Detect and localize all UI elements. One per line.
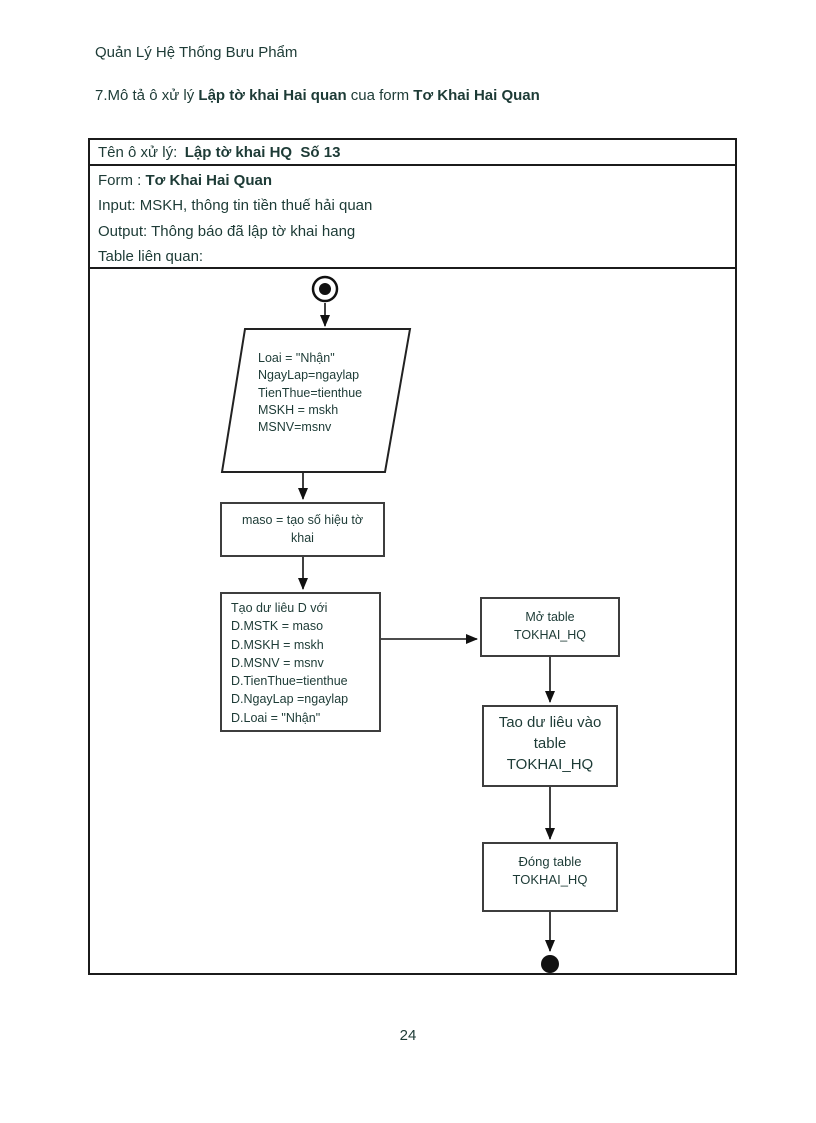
- create-line-1: D.MSTK = maso: [231, 619, 324, 634]
- insert-table-box: Tao dư liêu vào table TOKHAI_HQ: [482, 705, 618, 787]
- input-line-1: NgayLap=ngaylap: [258, 368, 360, 383]
- spec-row-process-name: Tên ô xử lý: Lập tờ khai HQ Số 13: [90, 140, 735, 166]
- process-name-value: [177, 144, 185, 161]
- title-middle: cua form: [346, 87, 414, 104]
- process-spec-table: Tên ô xử lý: Lập tờ khai HQ Số 13 Form :…: [88, 138, 737, 975]
- end-state-icon: [541, 955, 559, 973]
- create-line-0: Tạo dư liêu D với: [231, 601, 328, 615]
- open-line-1: TOKHAI_HQ: [513, 628, 586, 642]
- flowchart-connectors: [220, 275, 559, 973]
- maso-line-0: maso = tạo số hiệu tờ: [241, 513, 364, 527]
- input-parallelogram-shape: [220, 328, 412, 473]
- open-table-box: Mở table TOKHAI_HQ: [480, 597, 620, 657]
- insert-line-0: Tao dư liêu vào: [498, 714, 602, 731]
- insert-line-1: table: [533, 735, 567, 752]
- open-line-0: Mở table: [525, 610, 575, 624]
- input-line-0: Loai = "Nhận": [258, 351, 335, 365]
- maso-process-box: maso = tạo số hiệu tờ khai: [220, 502, 385, 557]
- process-name-bold: Lập tờ khai HQ Số 13: [184, 144, 341, 161]
- create-data-box: Tạo dư liêu D với D.MSTK = maso D.MSKH =…: [220, 592, 381, 732]
- form-line: Form : Tơ Khai Hai Quan: [98, 168, 727, 193]
- output-line: Output: Thông báo đã lập tờ khai hang: [98, 222, 356, 240]
- form-label: Form :: [98, 172, 146, 189]
- create-line-3: D.MSNV = msnv: [231, 655, 324, 670]
- section-title: 7.Mô tả ô xử lý Lập tờ khai Hai quan cua…: [95, 87, 540, 104]
- create-line-2: D.MSKH = mskh: [231, 637, 324, 652]
- title-bold-process: Lập tờ khai Hai quan: [198, 87, 347, 104]
- start-state-core-icon: [319, 283, 331, 295]
- tables-line: Table liên quan:: [98, 248, 204, 266]
- close-line-0: Đóng table: [518, 854, 582, 869]
- create-line-5: D.NgayLap =ngaylap: [231, 692, 349, 707]
- input-line-2: TienThue=tienthue: [258, 385, 363, 400]
- input-parallelogram-text: Loai = "Nhận" NgayLap=ngaylap TienThue=t…: [258, 350, 418, 436]
- close-table-box: Đóng table TOKHAI_HQ: [482, 842, 618, 912]
- maso-line-1: khai: [291, 531, 314, 545]
- page-number: 24: [399, 1027, 417, 1044]
- insert-line-2: TOKHAI_HQ: [506, 756, 594, 773]
- input-line: Input: MSKH, thông tin tiền thuế hải qua…: [98, 197, 373, 215]
- process-name-label: Tên ô xử lý:: [98, 144, 178, 161]
- document-header: Quản Lý Hệ Thống Bưu Phẩm: [95, 44, 298, 61]
- create-line-6: D.Loai = "Nhận": [231, 710, 321, 725]
- close-line-1: TOKHAI_HQ: [512, 872, 588, 887]
- form-value: Tơ Khai Hai Quan: [145, 172, 273, 189]
- flowchart-area: Loai = "Nhận" NgayLap=ngaylap TienThue=t…: [90, 269, 735, 973]
- input-line-4: MSNV=msnv: [258, 420, 332, 435]
- spec-row-details: Form : Tơ Khai Hai Quan Input: MSKH, thô…: [90, 166, 735, 269]
- create-line-4: D.TienThue=tienthue: [231, 674, 348, 689]
- input-line-3: MSKH = mskh: [258, 402, 339, 417]
- title-bold-form: Tơ Khai Hai Quan: [413, 87, 540, 104]
- title-prefix: 7.Mô tả ô xử lý: [95, 87, 199, 104]
